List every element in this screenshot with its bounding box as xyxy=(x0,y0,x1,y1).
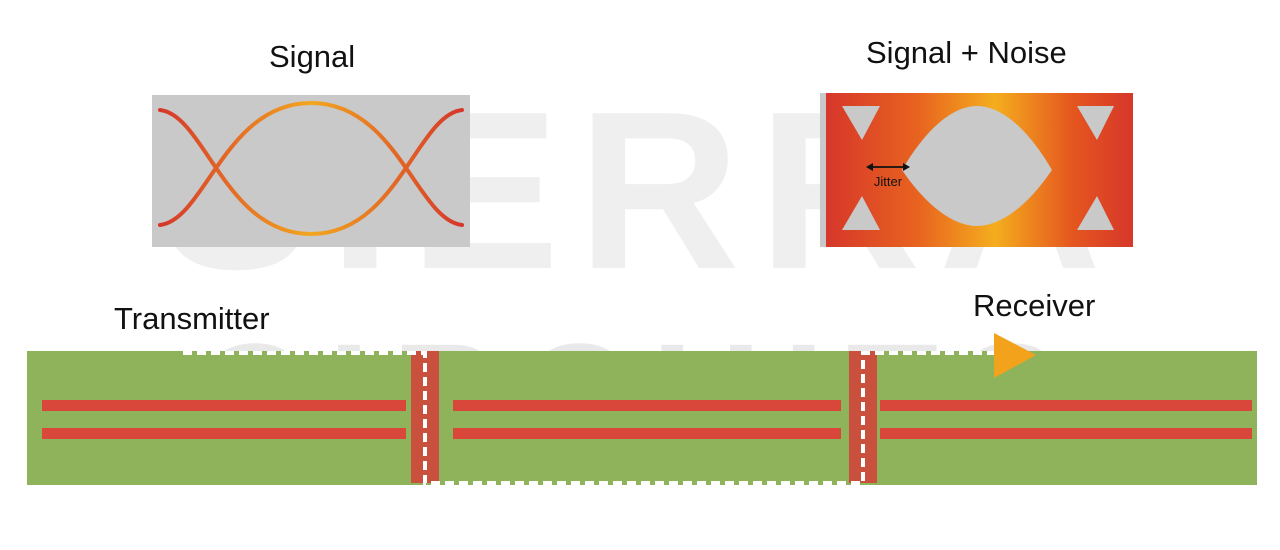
pcb-board xyxy=(27,351,1257,485)
receiver-label: Receiver xyxy=(973,288,1096,323)
eye-lower-curve xyxy=(158,108,464,237)
trace-segment xyxy=(453,428,841,439)
clean-eye-background xyxy=(152,95,470,247)
left-bottom-gap xyxy=(842,196,880,230)
jitter-arrow xyxy=(866,163,910,171)
clean-eye-diagram xyxy=(152,95,470,247)
eye-upper-curve xyxy=(158,100,464,227)
clean-eye-title: Signal xyxy=(269,39,356,74)
signal-path xyxy=(183,351,1000,485)
left-top-gap xyxy=(842,106,880,140)
trace-segment xyxy=(880,400,1252,411)
pcb-channel xyxy=(27,333,1257,485)
eye-opening xyxy=(902,106,1052,226)
right-top-gap xyxy=(1077,106,1114,140)
trace-segment xyxy=(42,428,406,439)
receiver-arrow-icon xyxy=(994,333,1036,378)
trace-segment xyxy=(42,400,406,411)
transmitter-label: Transmitter xyxy=(114,301,270,336)
noisy-eye-diagram: Jitter xyxy=(820,93,1133,247)
right-bottom-gap xyxy=(1077,196,1114,230)
trace-segment xyxy=(880,428,1252,439)
jitter-label: Jitter xyxy=(874,174,903,189)
noisy-eye-title: Signal + Noise xyxy=(866,35,1067,70)
trace-segment xyxy=(453,400,841,411)
